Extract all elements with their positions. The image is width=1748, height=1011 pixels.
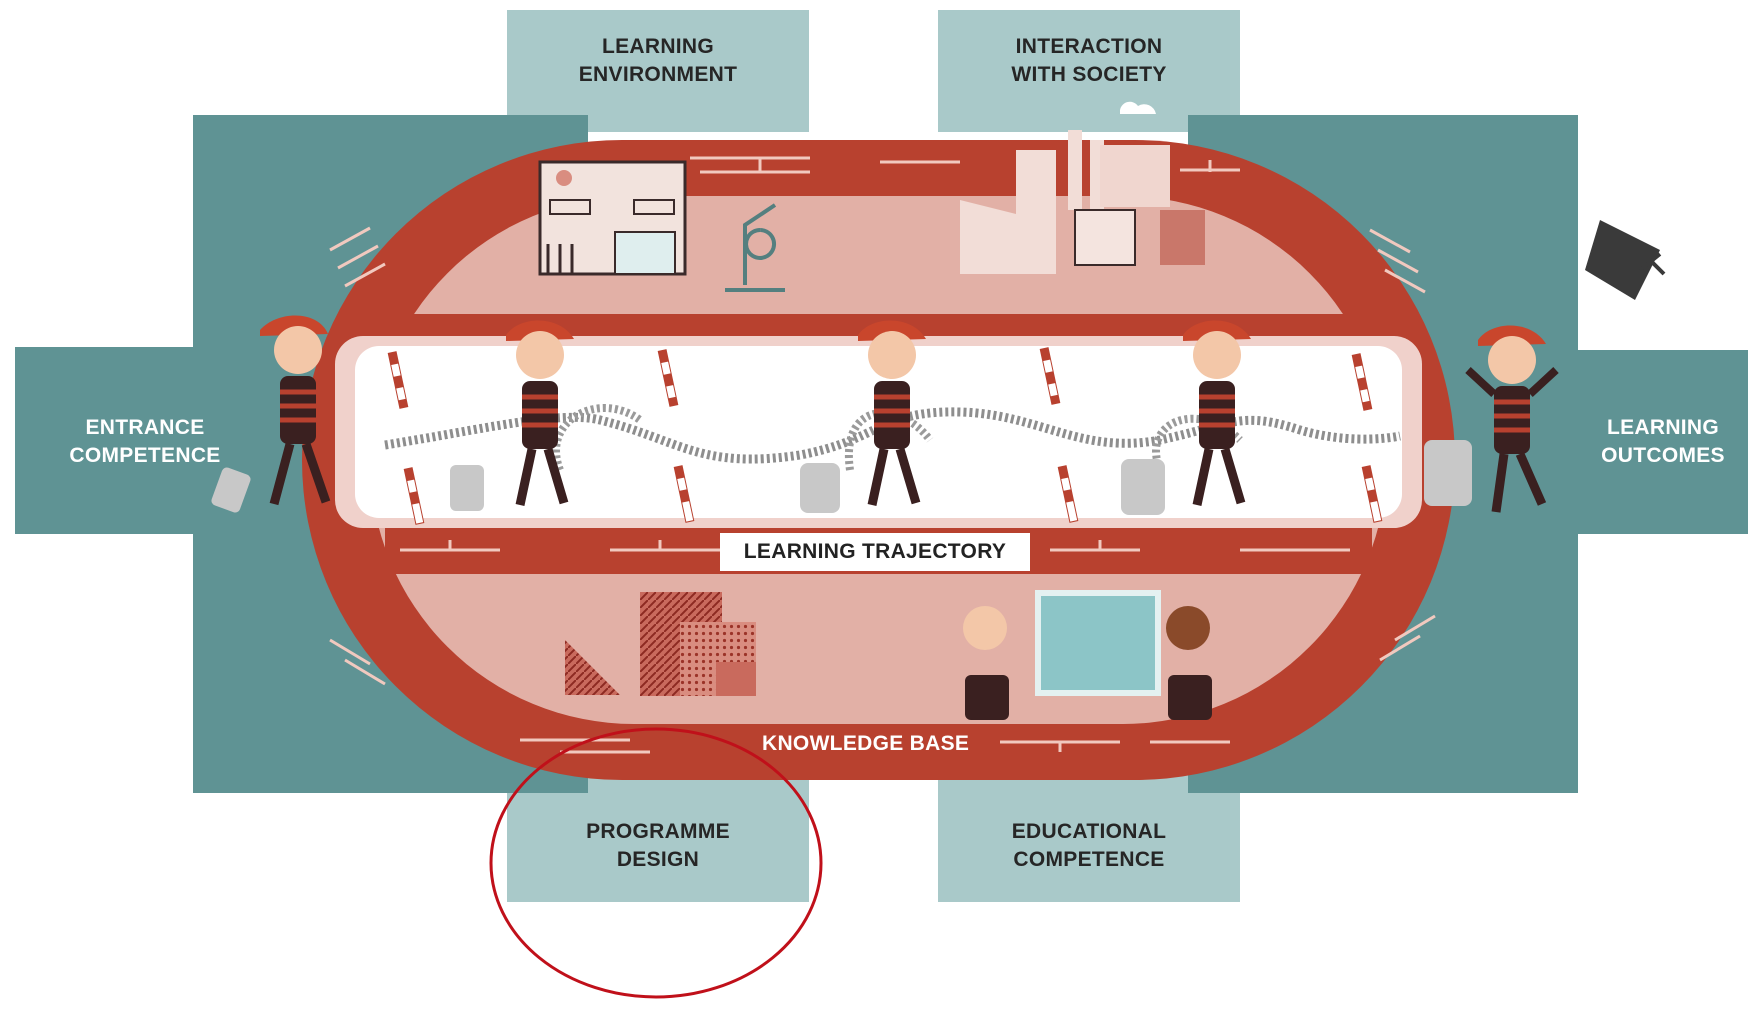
label-entrance-line2: COMPETENCE [69, 444, 221, 467]
figure-2 [450, 320, 574, 511]
figure-4 [1121, 320, 1251, 515]
building-illustration [538, 160, 785, 292]
rope-path [384, 407, 1401, 464]
label-interaction-line2: WITH SOCIETY [1011, 63, 1167, 86]
label-educational-competence: EDUCATIONAL COMPETENCE [938, 818, 1240, 874]
label-entrance-line1: ENTRANCE [85, 416, 205, 439]
label-learning-trajectory: LEARNING TRAJECTORY [720, 533, 1030, 571]
label-educational-line2: COMPETENCE [1013, 848, 1165, 871]
label-educational-line1: EDUCATIONAL [1011, 820, 1167, 843]
knowledge-blocks [565, 592, 756, 696]
label-knowledge-base: KNOWLEDGE BASE [762, 732, 970, 755]
label-interaction-line1: INTERACTION [1015, 35, 1163, 58]
panel-interaction-with-society [938, 10, 1240, 132]
label-entrance-competence: ENTRANCE COMPETENCE [15, 414, 275, 470]
brick-pattern [329, 156, 1436, 754]
graduation-cap-icon [1585, 220, 1666, 300]
label-interaction-with-society: INTERACTION WITH SOCIETY [938, 33, 1240, 89]
label-learning-outcomes: LEARNING OUTCOMES [1578, 414, 1748, 470]
city-illustration [960, 101, 1205, 274]
teachers-illustration [963, 590, 1212, 720]
label-outcomes-line1: LEARNING [1606, 416, 1720, 439]
label-programme-line2: DESIGN [616, 848, 700, 871]
figure-entrance [211, 315, 331, 513]
label-outcomes-line2: OUTCOMES [1601, 444, 1725, 467]
figure-3 [800, 320, 926, 513]
label-programme-line1: PROGRAMME [586, 820, 730, 843]
label-learning-environment-line1: LEARNING [601, 35, 715, 58]
label-learning-environment-line2: ENVIRONMENT [578, 63, 738, 86]
figure-outcome [1424, 325, 1559, 513]
highlight-circle [489, 727, 823, 999]
label-programme-design: PROGRAMME DESIGN [507, 818, 809, 874]
walking-figures [211, 315, 1559, 515]
track-poles [387, 347, 1383, 525]
panel-entrance-competence [15, 347, 315, 534]
panel-learning-environment [507, 10, 809, 132]
label-learning-environment: LEARNING ENVIRONMENT [507, 33, 809, 89]
